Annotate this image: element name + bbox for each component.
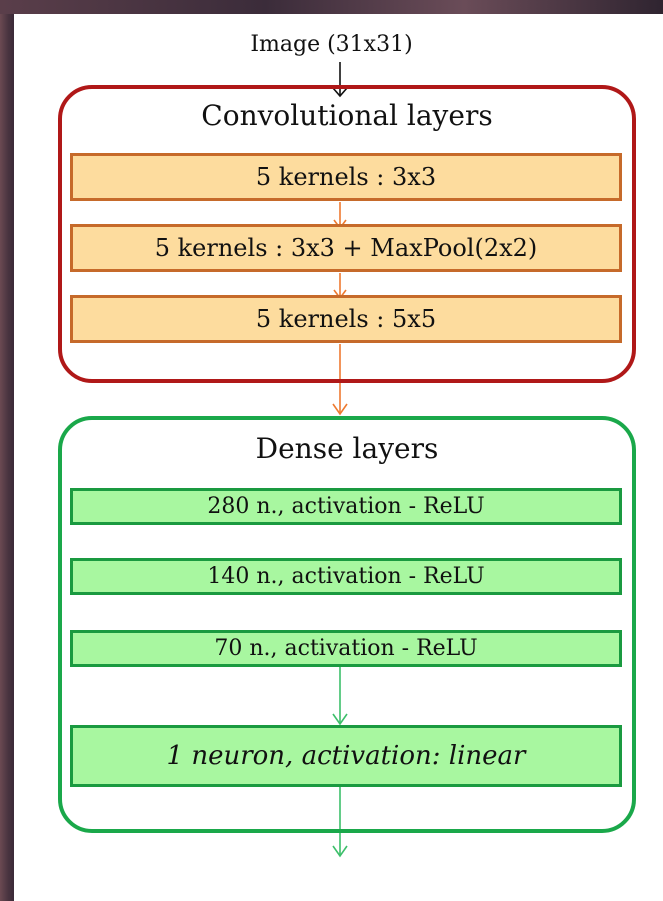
conv-layer-3: 5 kernels : 5x5 xyxy=(70,295,622,343)
input-arrow-head xyxy=(332,87,348,98)
conv-layer-1: 5 kernels : 3x3 xyxy=(70,153,622,201)
conv-layer-2: 5 kernels : 3x3 + MaxPool(2x2) xyxy=(70,224,622,272)
input-label: Image (31x31) xyxy=(250,32,413,57)
conv-group-title: Convolutional layers xyxy=(201,99,493,132)
dense-group-title: Dense layers xyxy=(255,432,439,465)
conv-to-dense-arrow-head xyxy=(332,403,348,416)
dense-layer-1: 280 n., activation - ReLU xyxy=(70,488,622,525)
dense-layer-2: 140 n., activation - ReLU xyxy=(70,558,622,595)
dense-group: Dense layers xyxy=(58,416,636,833)
dense-layer-3: 70 n., activation - ReLU xyxy=(70,630,622,667)
output-layer: 1 neuron, activation: linear xyxy=(70,725,622,787)
dense-to-output-arrow-head xyxy=(332,713,348,726)
convolutional-group: Convolutional layers xyxy=(58,85,636,383)
background-strip xyxy=(0,0,663,14)
output-arrow-head xyxy=(332,845,348,858)
